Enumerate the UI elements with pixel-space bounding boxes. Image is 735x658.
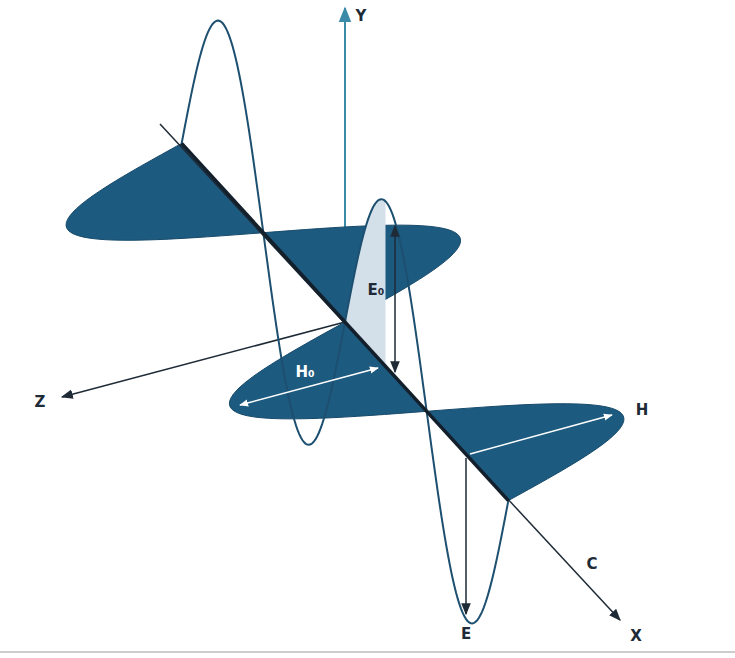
amplitude-label: H₀: [295, 365, 314, 380]
axis-label: Z: [35, 395, 46, 410]
wave-axis: [182, 143, 509, 500]
field-arrow: [465, 458, 467, 614]
base-rule: [0, 652, 735, 653]
amplitude-arrow: [394, 226, 396, 372]
field-label: E: [461, 627, 471, 642]
x-axis: [160, 124, 620, 620]
wave-group: [62, 8, 624, 623]
magnetic-lobe: [427, 404, 624, 501]
speed-label: C: [586, 557, 597, 572]
amplitude-label: E₀: [368, 283, 385, 298]
magnetic-lobe: [66, 143, 263, 240]
amplitude-highlight: [345, 199, 386, 366]
axis-label: X: [630, 629, 642, 644]
field-arrow: [470, 415, 612, 454]
field-label: H: [636, 403, 649, 418]
electric-wave: [182, 21, 509, 624]
axis-label: Y: [356, 9, 367, 24]
